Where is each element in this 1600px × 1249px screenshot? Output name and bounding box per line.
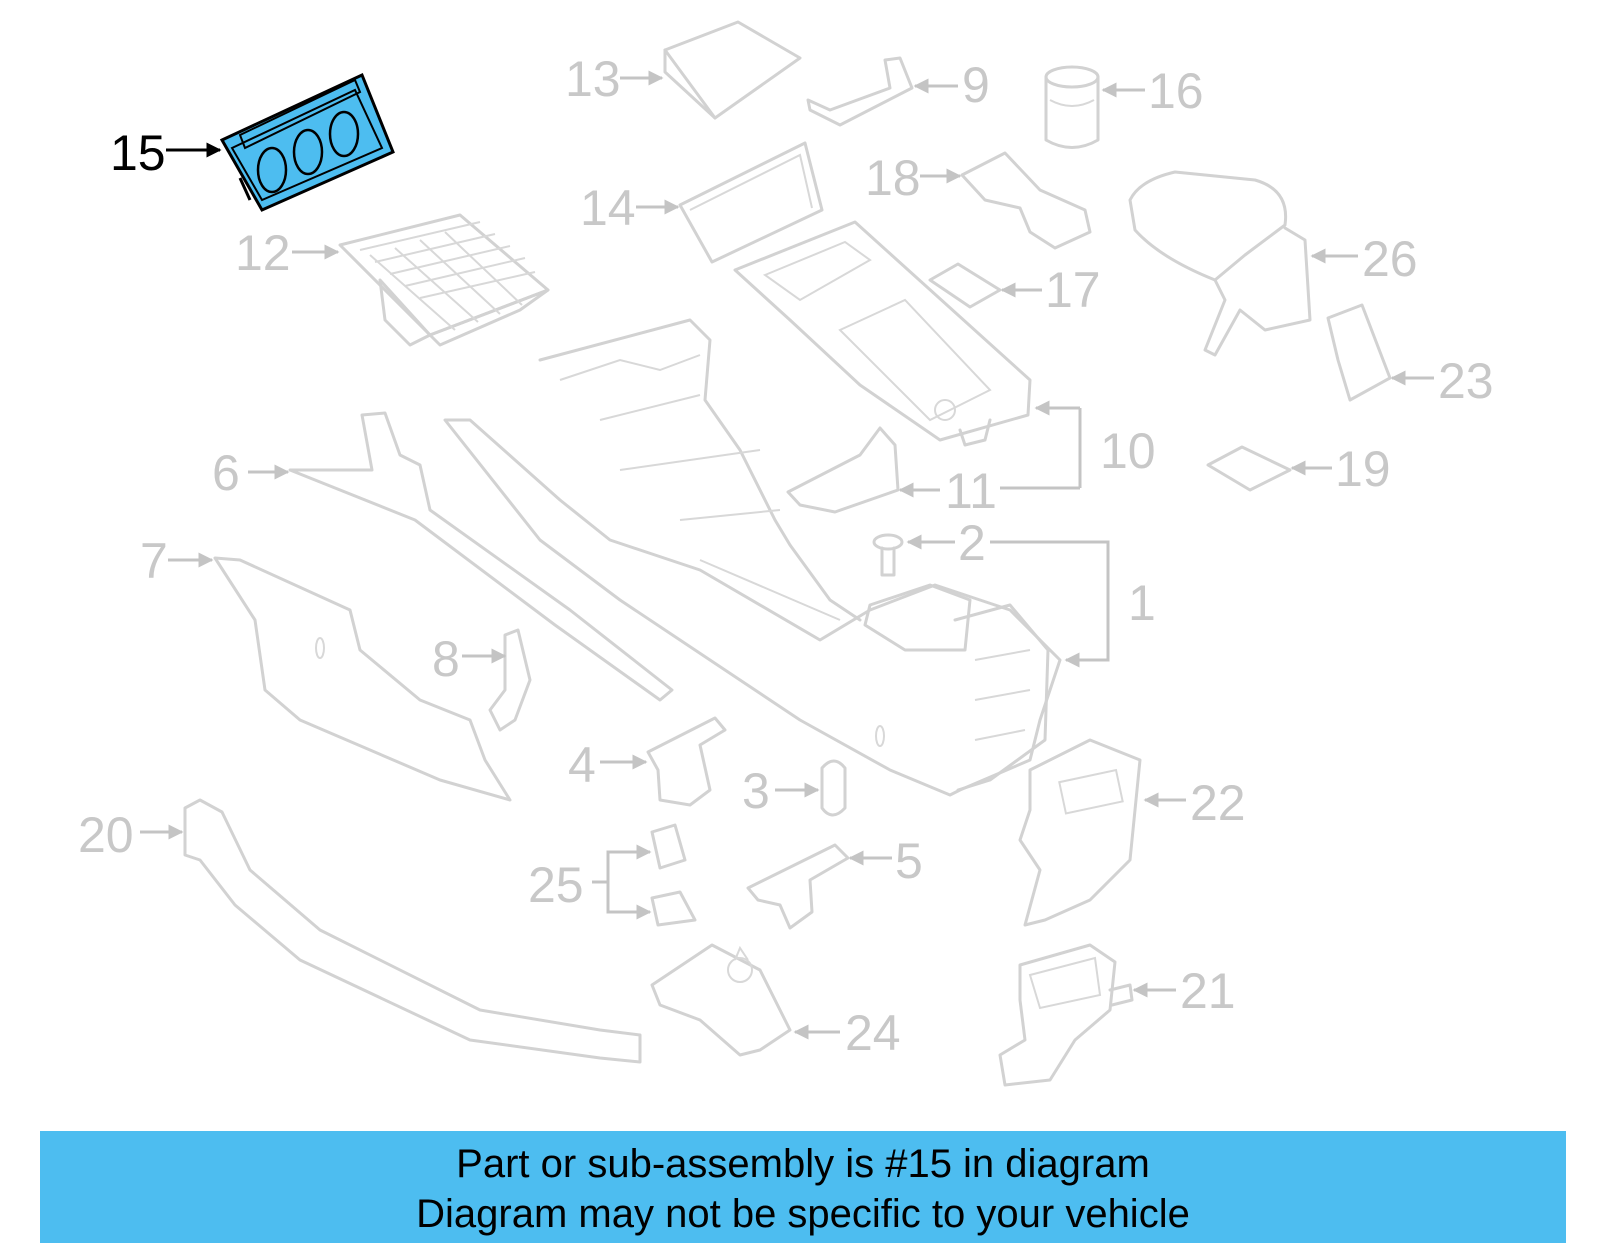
callout-16: 16 — [1101, 63, 1204, 119]
svg-text:21: 21 — [1180, 963, 1236, 1019]
part-8-clip — [488, 628, 532, 732]
part-22-rear-vent — [1018, 738, 1142, 927]
callout-5: 5 — [848, 833, 923, 889]
callout-13: 13 — [565, 51, 664, 107]
callout-26: 26 — [1310, 231, 1418, 287]
svg-text:25: 25 — [528, 857, 584, 913]
part-24-shifter-base — [650, 943, 792, 1057]
svg-text:23: 23 — [1438, 353, 1494, 409]
callout-12: 12 — [235, 225, 340, 281]
svg-text:13: 13 — [565, 51, 621, 107]
svg-text:20: 20 — [78, 807, 134, 863]
svg-text:8: 8 — [432, 631, 460, 687]
part-10-console-trim — [733, 220, 1032, 447]
callout-17: 17 — [1000, 262, 1101, 318]
svg-text:17: 17 — [1045, 262, 1101, 318]
svg-text:6: 6 — [212, 445, 240, 501]
svg-text:5: 5 — [895, 833, 923, 889]
svg-text:12: 12 — [235, 225, 291, 281]
part-13-tray-liner — [663, 20, 802, 120]
callout-11: 11 — [898, 463, 997, 519]
callout-4: 4 — [568, 737, 648, 793]
svg-text:16: 16 — [1148, 63, 1204, 119]
part-9-bracket — [806, 56, 914, 127]
svg-text:2: 2 — [958, 515, 986, 571]
svg-text:14: 14 — [580, 180, 636, 236]
callout-2: 2 — [906, 515, 986, 571]
part-12-storage-net — [338, 213, 550, 347]
part-7-side-panel — [213, 556, 512, 802]
part-18-insert — [960, 151, 1092, 250]
part-4-bracket — [646, 716, 727, 807]
callout-18: 18 — [865, 150, 962, 206]
part-6-trim-strip — [288, 411, 674, 702]
part-11-bracket — [786, 426, 900, 514]
part-25-clips — [650, 823, 697, 927]
svg-text:7: 7 — [140, 533, 168, 589]
svg-text:15: 15 — [110, 125, 166, 181]
callout-15: 15 — [110, 125, 222, 181]
callout-7: 7 — [140, 533, 214, 589]
part-23-bracket — [1326, 303, 1392, 402]
svg-text:18: 18 — [865, 150, 921, 206]
part-15-vent-panel[interactable] — [219, 72, 395, 212]
part-3-cap — [820, 759, 847, 817]
svg-text:9: 9 — [962, 57, 990, 113]
svg-text:19: 19 — [1335, 441, 1391, 497]
callout-23: 23 — [1390, 353, 1494, 409]
callout-14: 14 — [580, 180, 680, 236]
part-1-center-console — [443, 318, 1062, 797]
part-19-pad — [1206, 445, 1292, 492]
callout-9: 9 — [913, 57, 990, 113]
banner-line-2: Diagram may not be specific to your vehi… — [416, 1192, 1190, 1236]
svg-text:4: 4 — [568, 737, 596, 793]
callout-20: 20 — [78, 807, 184, 863]
part-20-duct — [183, 798, 642, 1064]
callout-3: 3 — [742, 763, 820, 819]
banner-line-1: Part or sub-assembly is #15 in diagram — [456, 1142, 1150, 1186]
part-5-bracket — [746, 843, 850, 930]
part-14-lid-panel — [678, 141, 824, 264]
notice-banner: Part or sub-assembly is #15 in diagram D… — [40, 1131, 1566, 1243]
svg-text:11: 11 — [945, 463, 997, 519]
part-17-mat — [928, 262, 1002, 309]
svg-text:10: 10 — [1100, 423, 1156, 479]
svg-text:26: 26 — [1362, 231, 1418, 287]
callout-21: 21 — [1132, 963, 1236, 1019]
part-16-cup-holder — [1044, 65, 1100, 149]
callout-1: 1 — [990, 540, 1156, 668]
part-2-clip — [872, 533, 904, 577]
svg-text:22: 22 — [1190, 775, 1246, 831]
callout-19: 19 — [1290, 441, 1391, 497]
callout-22: 22 — [1143, 775, 1246, 831]
callout-25: 25 — [528, 844, 652, 920]
svg-text:1: 1 — [1128, 575, 1156, 631]
callout-24: 24 — [793, 1005, 901, 1061]
part-26-armrest — [1128, 170, 1312, 357]
callout-6: 6 — [212, 445, 290, 501]
svg-text:24: 24 — [845, 1005, 901, 1061]
callout-8: 8 — [432, 631, 507, 687]
callout-10: 10 — [1000, 400, 1156, 490]
svg-text:3: 3 — [742, 763, 770, 819]
part-21-rear-tray — [998, 943, 1134, 1087]
